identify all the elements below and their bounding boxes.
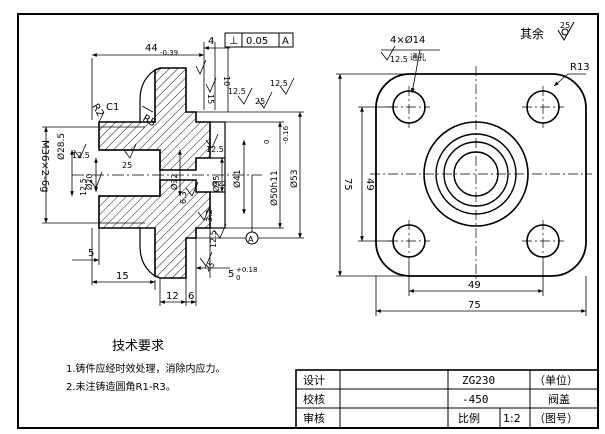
dim-6: 6	[188, 291, 194, 302]
dim-5a: 5	[88, 248, 94, 259]
rough-12-5-a: 12.5	[228, 87, 246, 96]
dim-thread: M36×2-6g	[39, 140, 50, 192]
dim-5b-tol-bot: 0	[236, 274, 240, 282]
plate-h49: 49	[364, 178, 375, 191]
dim-15: 15	[116, 271, 129, 282]
dim-5b: 5	[228, 269, 234, 280]
dim-44: 44	[145, 43, 158, 54]
gdt-datum: A	[282, 36, 289, 47]
plate-hole-note: 4×Ø14	[390, 34, 425, 46]
end-view	[375, 73, 587, 277]
tb-scale-label: 比例	[458, 411, 480, 425]
rest-label: 其余	[520, 26, 544, 41]
plate-outline	[375, 73, 587, 277]
dim-d53: Ø53	[289, 169, 300, 188]
section-dimensions	[42, 42, 304, 306]
rough-12-5-b: 12.5	[270, 79, 288, 88]
dim-d32: Ø32	[169, 174, 179, 190]
dim-d22: Ø22	[212, 180, 226, 188]
dim-5b-tol-top: +0.18	[236, 266, 257, 274]
end-view-dimensions	[336, 49, 587, 316]
gdt-tolerance: 0.05	[246, 36, 268, 47]
tb-part-name: 阀盖	[548, 392, 570, 406]
datum-a-label: A	[248, 235, 254, 244]
rough-3-2: 3.2	[205, 209, 214, 222]
title-block	[295, 369, 599, 429]
section-view	[98, 67, 226, 279]
notes-title: 技术要求	[112, 339, 164, 354]
tb-unit: （单位）	[534, 373, 578, 387]
rough-12-5-c: 12.5	[72, 151, 90, 160]
datum-a-marker: A	[245, 231, 259, 245]
tb-material-2: -450	[462, 393, 489, 406]
tb-review: 审核	[303, 411, 325, 425]
notes-item-1: 1.铸件应经时效处理，消除内应力。	[66, 362, 226, 375]
tb-scale-value: 1:2	[503, 412, 521, 425]
dim-44-tol: -0.39	[160, 49, 178, 57]
dim-d20: Ø20	[84, 174, 94, 190]
dim-12: 12	[166, 291, 179, 302]
hatch-lower	[98, 179, 211, 279]
tb-design: 设计	[303, 374, 325, 387]
dim-d28: Ø28.5	[56, 133, 67, 160]
rough-25-a: 25	[255, 97, 265, 106]
gdt-symbol: ⊥	[229, 34, 239, 47]
rough-12-5-d: 12.5	[79, 178, 88, 196]
end-view-centerlines	[370, 66, 592, 284]
tb-material-1: ZG230	[462, 374, 495, 387]
rough-25-c: 25	[203, 260, 217, 274]
plate-h75: 75	[342, 178, 353, 191]
rough-15: 15	[206, 94, 215, 104]
notes-item-2: 2.未注铸造圆角R1-R3。	[66, 380, 176, 393]
rough-12-5-e: 12.5	[206, 145, 224, 154]
rough-25-b: 25	[122, 161, 132, 170]
technical-notes: 技术要求 1.铸件应经时效处理，消除内应力。 2.未注铸造圆角R1-R3。	[66, 339, 226, 393]
rough-6-3: 6.3	[179, 191, 188, 204]
dim-4: 4	[208, 36, 214, 47]
plate-hole-kind: 通孔	[410, 52, 426, 62]
roughness-symbols	[73, 59, 295, 267]
dim-d35: Ø35	[211, 176, 221, 192]
plate-r13: R13	[570, 62, 590, 73]
rough-10: 10	[222, 76, 231, 86]
dim-d50-tol-bot: -0.16	[282, 125, 290, 144]
tb-check: 校核	[303, 392, 325, 406]
dim-c1: C1	[106, 102, 119, 113]
dim-d41: Ø41	[232, 169, 243, 188]
gdt-frame: ⊥ 0.05 A	[224, 32, 294, 48]
dim-d50-tol-top: 0	[263, 140, 271, 144]
rough-12-5-f: 12.5	[209, 230, 218, 248]
rest-rough: 25	[560, 21, 570, 30]
tb-drawing-no: （图号）	[534, 412, 578, 425]
plate-w75: 75	[468, 300, 481, 311]
plate-hole-rough-symbol	[380, 45, 396, 61]
plate-hole-rough: 12.5	[390, 55, 408, 64]
dim-d50: Ø50h11	[269, 170, 280, 206]
plate-w49: 49	[468, 280, 481, 291]
rest-rough-symbol	[557, 21, 575, 41]
